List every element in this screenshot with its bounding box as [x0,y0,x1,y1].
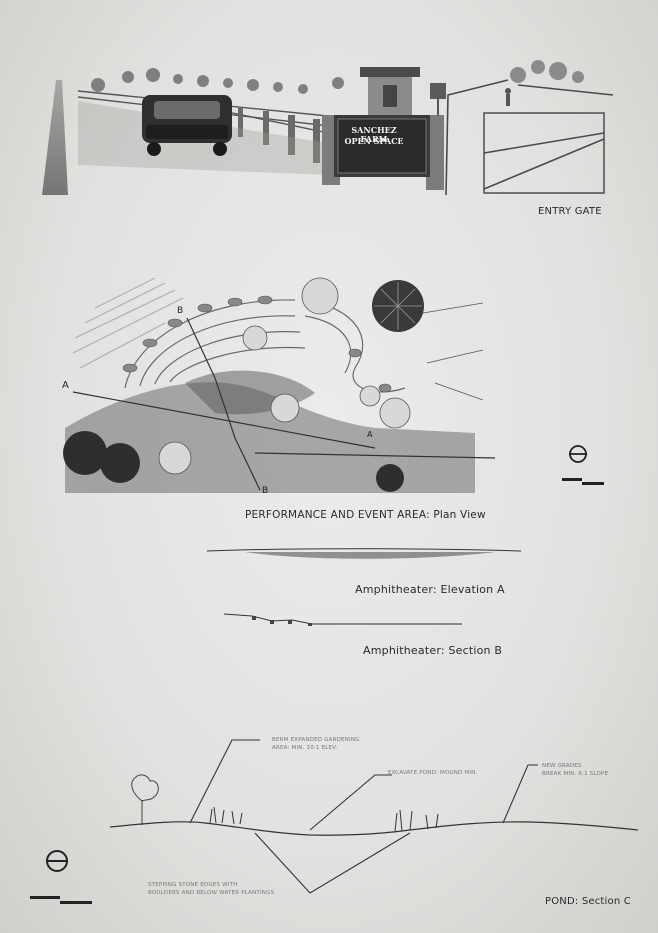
elevation-a-caption: Amphitheater: Elevation A [355,583,505,596]
sign-line-2: OPEN SPACE [344,136,404,146]
pond-section-drawing [110,739,639,894]
section-marker-b-top: B [177,306,184,316]
sign-line-1: SANCHEZ FARM [351,125,397,144]
amphitheater-elevation-drawing [206,548,522,559]
plan-view-caption: PERFORMANCE AND EVENT AREA: Plan View [245,509,486,521]
scale-bar-icon [30,850,92,904]
north-arrow-icon [562,445,604,485]
pond-note-left-1: BERM EXPANDED GARDENING [272,737,360,743]
section-marker-a-left: A [62,380,69,391]
pond-note-right-2: BREAK MIN. 6:1 SLOPE [542,771,609,777]
section-marker-a-right: A [367,430,373,439]
entry-gate-caption: ENTRY GATE [538,206,602,217]
section-b-caption: Amphitheater: Section B [363,644,503,657]
pond-section-caption: POND: Section C [545,896,631,907]
pond-note-bottom-2: BOULDERS AND BELOW WATER PLANTINGS [148,890,275,896]
amphitheater-section-drawing [223,613,462,626]
pond-note-right-1: NEW GRADES [542,763,582,769]
pond-note-left-2: AREA: MIN. 10:1 ELEV. [272,745,338,751]
pond-note-bottom-1: STEPPING STONE EDGES WITH [148,882,238,888]
entry-gate-sketch [42,60,614,196]
section-marker-b-bottom: B [262,486,269,496]
performance-area-plan [63,277,496,493]
pond-note-center: EXCAVATE POND: MOUND MIN. [388,770,478,776]
